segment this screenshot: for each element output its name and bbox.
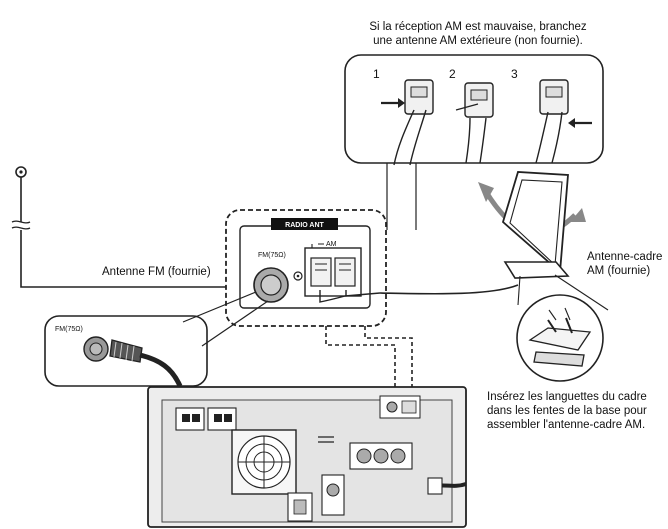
rear-panel-zoom: [225, 209, 387, 327]
fm-antenna-label: Antenne FM (fournie): [102, 266, 211, 278]
step-3-number: 3: [511, 67, 518, 81]
fm-plug-inset: [44, 291, 269, 388]
step-3-illustration: [535, 79, 592, 164]
radio-ant-label: RADIO ANT: [285, 222, 324, 229]
zoom-leader: [325, 326, 413, 395]
step-2-number: 2: [449, 67, 456, 81]
assembly-note: Insérez les languettes du cadre dans les…: [487, 390, 665, 432]
step-1-number: 1: [373, 67, 380, 81]
assembly-note-line-3: assembler l'antenne-cadre AM.: [487, 419, 646, 431]
main-unit-rear: [147, 386, 467, 528]
am-loop-label-line-1: Antenne-cadre: [587, 251, 663, 263]
am-reception-note-line-1: Si la réception AM est mauvaise, branche…: [369, 21, 587, 33]
step-2-illustration: [455, 82, 494, 164]
assembly-note-line-1: Insérez les languettes du cadre: [487, 391, 647, 403]
am-loop-antenna: [379, 171, 609, 382]
inset-fm-label: FM(75Ω): [55, 326, 83, 333]
fm-antenna-wire: [11, 166, 255, 288]
fm-port-label: FM(75Ω): [258, 252, 286, 259]
am-reception-note: Si la réception AM est mauvaise, branche…: [338, 20, 618, 48]
am-loop-label-line-2: AM (fournie): [587, 265, 651, 277]
am-port-label: AM: [326, 241, 337, 248]
am-terminal-steps-callout: [344, 54, 604, 230]
step-1-illustration: [381, 79, 434, 166]
assembly-note-line-2: dans les fentes de la base pour: [487, 405, 647, 417]
am-loop-antenna-label: Antenne-cadre AM (fournie): [587, 250, 667, 278]
am-reception-note-line-2: une antenne AM extérieure (non fournie).: [373, 35, 583, 47]
